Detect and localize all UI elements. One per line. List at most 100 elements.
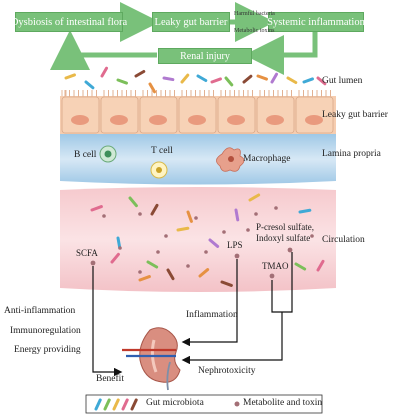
legend-bacterium — [103, 398, 111, 411]
circulation-bacterium — [198, 268, 210, 278]
tmao-label: TMAO — [262, 261, 289, 271]
circulation-bacteria — [90, 193, 325, 287]
circulation-bacterium — [176, 226, 190, 232]
scfa-label: SCFA — [76, 248, 98, 258]
arrow-systemic-to-renal — [244, 32, 318, 75]
arrow-renal-to-dysbiosis — [50, 30, 157, 70]
lumen-bacterium — [196, 74, 208, 82]
indoxyl-label: Indoxyl sulfate — [256, 233, 311, 243]
epithelial-nucleus — [305, 115, 323, 125]
circulation-bacterium — [294, 262, 307, 271]
t-cell-label: T cell — [151, 146, 173, 156]
toxin-dot — [254, 212, 258, 216]
dysbiosis-label: Dysbiosis of intestinal flora — [10, 16, 128, 28]
toxin-dot — [274, 206, 278, 210]
lamina-propria-label: Lamina propria — [322, 149, 381, 159]
toxin-dot — [164, 234, 168, 238]
leaky-gut-box: Leaky gut barrier — [152, 12, 230, 32]
epithelial-nucleus — [266, 115, 284, 125]
epithelial-nucleus — [71, 115, 89, 125]
arrow-toxins-kidney — [181, 312, 283, 365]
epithelial-cell — [256, 96, 295, 134]
tmao-dot — [269, 273, 275, 279]
toxin-dot — [156, 250, 160, 254]
arrow-lps-kidney — [181, 259, 238, 347]
epithelium-layer — [60, 90, 336, 134]
energy-providing-label: Energy providing — [14, 345, 81, 355]
circulation-bacterium — [234, 208, 240, 222]
circulation-bacterium — [298, 208, 312, 214]
b-cell-label: B cell — [74, 150, 97, 160]
epithelial-nucleus — [110, 115, 128, 125]
arrow-scfa-benefit — [92, 266, 123, 377]
lumen-bacterium — [116, 78, 128, 85]
epithelial-nucleus — [227, 115, 245, 125]
circulation-bacterium — [116, 236, 122, 250]
b-cell-icon — [99, 145, 117, 163]
t-cell-icon — [150, 161, 168, 179]
systemic-inflammation-box: Systemic inflammation — [267, 12, 365, 32]
toxin-dot — [194, 216, 198, 220]
circulation-bacterium — [248, 193, 261, 202]
legend-bacterium — [112, 398, 120, 411]
epithelial-cell — [100, 96, 139, 134]
lumen-bacterium — [148, 82, 156, 94]
toxin-dot — [118, 246, 122, 250]
epithelial-nucleus — [188, 115, 206, 125]
pathway-arrows — [92, 252, 293, 377]
lumen-bacterium — [180, 73, 190, 84]
circulation-bacterium — [150, 203, 159, 216]
epithelial-cell — [295, 96, 334, 134]
systemic-inflammation-label: Systemic inflammation — [267, 16, 365, 28]
kidney-icon — [122, 327, 181, 391]
circulation-bacterium — [220, 280, 233, 287]
lamina-propria-band — [60, 134, 336, 185]
circulation-bacterium — [166, 268, 175, 281]
flow-arrows — [50, 2, 318, 75]
circulation-bacterium — [110, 252, 120, 264]
legend-metabolite-dot — [234, 401, 240, 407]
circulation-bacterium — [138, 275, 151, 282]
lumen-bacterium — [302, 77, 314, 84]
circulation-bacterium — [146, 260, 159, 269]
metabolic-toxins-note: Metabolic toxins — [234, 28, 275, 34]
leaky-gut-label: Leaky gut barrier — [154, 16, 228, 28]
lumen-bacterium — [100, 66, 108, 78]
legend — [85, 394, 323, 414]
harmful-bacteria-note: Harmful bacteria — [234, 11, 275, 17]
lumen-bacterium — [286, 76, 298, 84]
toxin-dot — [138, 270, 142, 274]
toxin-dot — [204, 250, 208, 254]
circulation-bacterium — [90, 205, 103, 212]
epithelial-cell — [61, 96, 100, 134]
dysbiosis-box: Dysbiosis of intestinal flora — [11, 12, 127, 32]
leaky-gut-barrier-label: Leaky gut barrier — [322, 110, 388, 120]
toxin-dot — [138, 212, 142, 216]
circulation-label: Circulation — [322, 235, 365, 245]
lps-dot — [234, 253, 240, 259]
legend-bacterium — [130, 398, 138, 411]
inflammation-label: Inflammation — [186, 310, 238, 320]
lumen-bacterium — [256, 74, 268, 81]
renal-injury-label: Renal injury — [180, 50, 230, 62]
pcresol-label: P-cresol sulfate, — [256, 222, 314, 232]
epithelial-nucleus — [149, 115, 167, 125]
legend-bacterium — [121, 398, 129, 411]
circulation-vessel — [60, 187, 336, 292]
legend-microbiota-label: Gut microbiota — [146, 398, 204, 408]
circulation-toxin-dots — [102, 206, 314, 274]
benefit-label: Benefit — [96, 374, 124, 384]
epithelial-cell — [217, 96, 256, 134]
lumen-bacterium — [64, 73, 76, 80]
toxin-dot — [222, 230, 226, 234]
lumen-bacterium — [224, 76, 234, 87]
macrophage-icon — [216, 147, 245, 172]
gut-lumen-label: Gut lumen — [322, 76, 363, 86]
circulation-bacterium — [128, 196, 138, 208]
circulation-bacterium — [316, 259, 325, 272]
lumen-bacterium — [316, 76, 327, 86]
lps-label: LPS — [227, 240, 243, 250]
lumen-bacterium — [270, 72, 278, 84]
toxin-dot — [310, 234, 314, 238]
